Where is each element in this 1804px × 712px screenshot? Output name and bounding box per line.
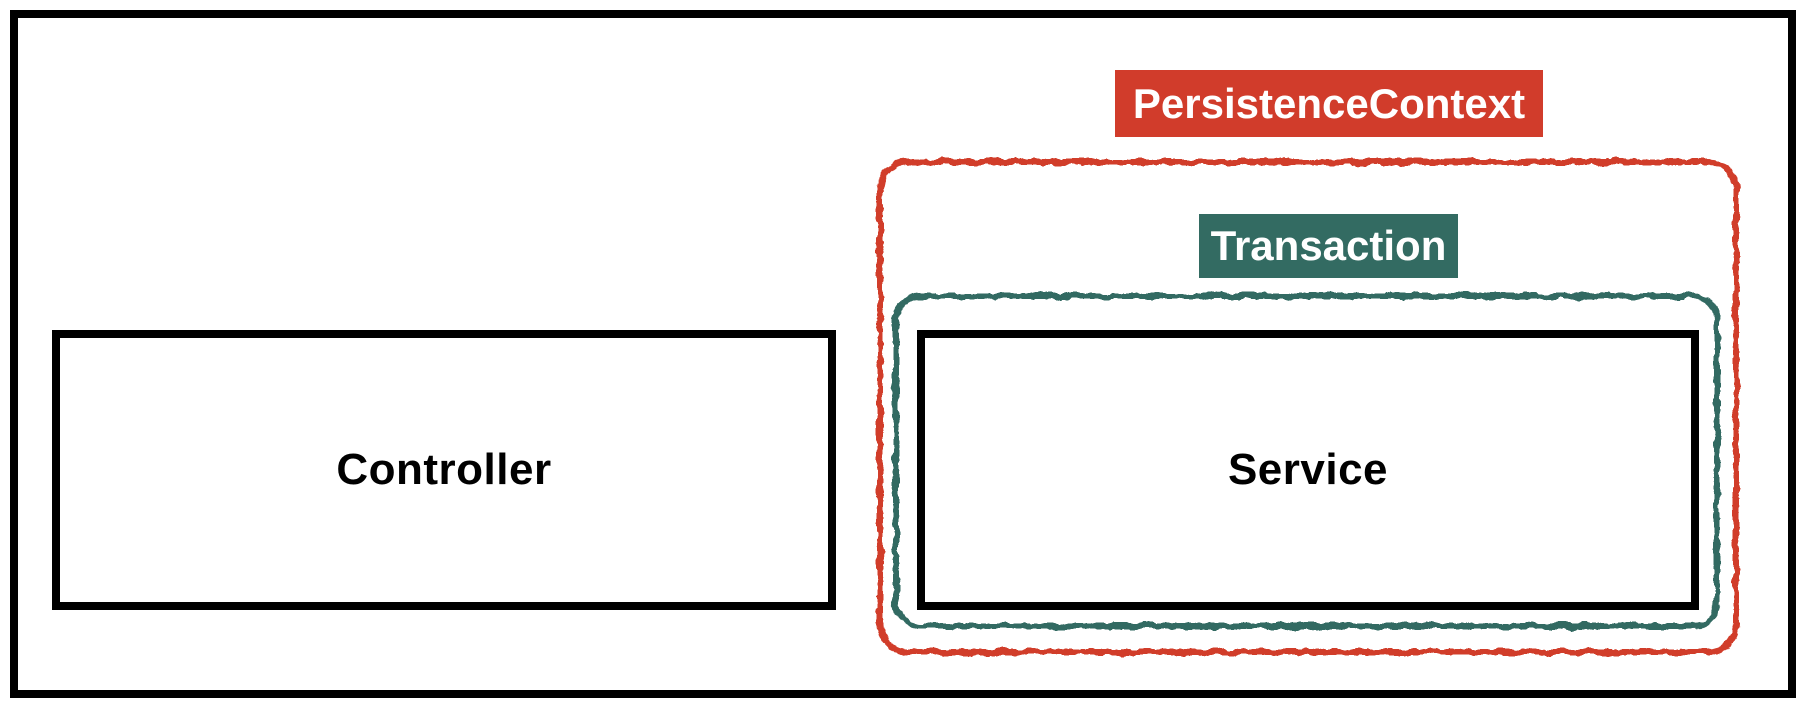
diagram-outer-frame	[10, 10, 1796, 698]
controller-box: Controller	[52, 330, 836, 610]
persistence-context-badge-label: PersistenceContext	[1132, 79, 1526, 127]
service-label: Service	[1227, 445, 1389, 494]
transaction-badge-label: Transaction	[1210, 222, 1447, 269]
controller-label: Controller	[336, 445, 552, 494]
transaction-badge: Transaction	[1199, 214, 1458, 278]
service-box: Service	[917, 330, 1699, 610]
persistence-context-badge: PersistenceContext	[1115, 70, 1543, 137]
